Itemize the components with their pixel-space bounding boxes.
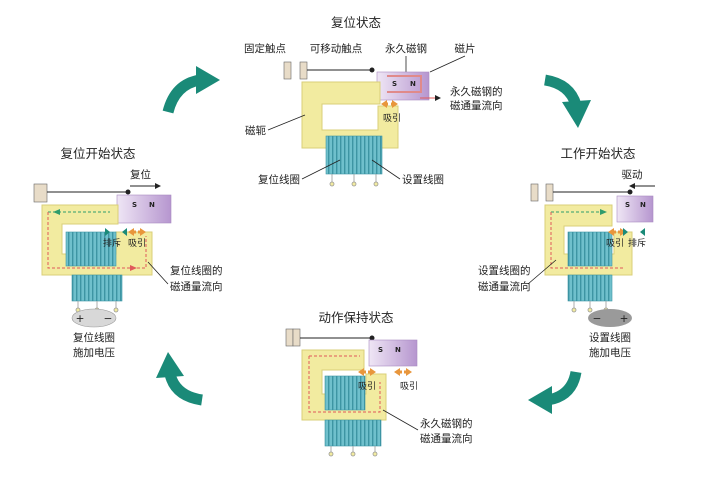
set-coil-label: 设置线圈 [402, 173, 444, 186]
reset-coil-label: 复位线圈 [258, 173, 300, 186]
svg-text:+: + [620, 313, 629, 325]
cycle-arrow-top-left [162, 66, 220, 114]
set-flux-label-2: 磁通量流向 [478, 280, 531, 293]
reset-voltage-label-1: 复位线圈 [73, 331, 115, 344]
hold-flux-label-1: 永久磁钢的 [420, 417, 473, 430]
svg-text:N: N [395, 346, 401, 354]
cycle-arrow-top-right [543, 74, 591, 128]
svg-text:S: S [378, 346, 383, 354]
fixed-contact-label: 固定触点 [244, 42, 286, 55]
cycle-arrow-bottom-right [528, 370, 582, 414]
pole-s: S [392, 80, 397, 88]
cycle-arrow-bottom-left [156, 352, 204, 406]
reset-flux-label-1: 复位线圈的 [170, 264, 223, 277]
magnet-piece-label: 磁片 [455, 42, 476, 55]
hold-flux-label-2: 磁通量流向 [420, 432, 473, 445]
svg-text:+: + [76, 313, 85, 325]
svg-text:S: S [132, 201, 137, 209]
set-flux-label-1: 设置线圈的 [478, 264, 531, 277]
state-reset-start-title: 复位开始状态 [60, 146, 135, 161]
coil [325, 135, 383, 175]
pm-flux-label-1: 永久磁钢的 [450, 85, 503, 98]
svg-text:N: N [640, 201, 646, 209]
attract-arrow [381, 100, 398, 108]
state-work-start-title: 工作开始状态 [560, 146, 635, 161]
svg-text:N: N [149, 201, 155, 209]
svg-text:S: S [625, 201, 630, 209]
svg-text:−: − [104, 313, 113, 325]
reset-flux-label-2: 磁通量流向 [170, 280, 223, 293]
state-work-start: 工作开始状态 驱动 S N 吸引 排斥 设置线圈的 磁通量流向 − + 设置线圈… [478, 146, 655, 359]
set-coil-voltage-terminal [588, 309, 632, 327]
drive-label: 驱动 [622, 169, 643, 181]
svg-text:吸引: 吸引 [606, 238, 624, 249]
svg-text:−: − [593, 313, 602, 325]
state-reset: 复位状态 固定触点 可移动触点 永久磁钢 磁片 S N 吸引 永久磁钢的 磁 [244, 15, 503, 187]
reset-action-label: 复位 [130, 168, 151, 181]
state-reset-title: 复位状态 [331, 15, 381, 30]
state-reset-start: 复位开始状态 复位 S N 排斥 吸引 复位线圈的 磁通量流向 + − 复位线圈… [33, 146, 223, 359]
svg-text:吸引: 吸引 [358, 381, 376, 392]
pm-flux-label-2: 磁通量流向 [450, 99, 503, 112]
svg-text:排斥: 排斥 [103, 237, 121, 249]
pole-n: N [410, 80, 416, 88]
fixed-contact [283, 61, 292, 80]
svg-text:排斥: 排斥 [628, 237, 646, 249]
yoke-label: 磁轭 [245, 124, 266, 137]
svg-text:吸引: 吸引 [128, 238, 146, 249]
attract-label: 吸引 [383, 113, 401, 124]
movable-contact-label: 可移动触点 [310, 42, 363, 55]
state-hold: 动作保持状态 S N 吸引 吸引 永久磁钢的 磁通量流向 [285, 310, 473, 457]
state-hold-title: 动作保持状态 [318, 310, 393, 325]
movable-contact [299, 61, 308, 80]
set-voltage-label-2: 施加电压 [589, 346, 631, 359]
set-voltage-label-1: 设置线圈 [589, 331, 631, 344]
svg-text:吸引: 吸引 [400, 381, 418, 392]
permanent-magnet-label: 永久磁钢 [385, 42, 427, 55]
reset-voltage-label-2: 施加电压 [73, 346, 115, 359]
